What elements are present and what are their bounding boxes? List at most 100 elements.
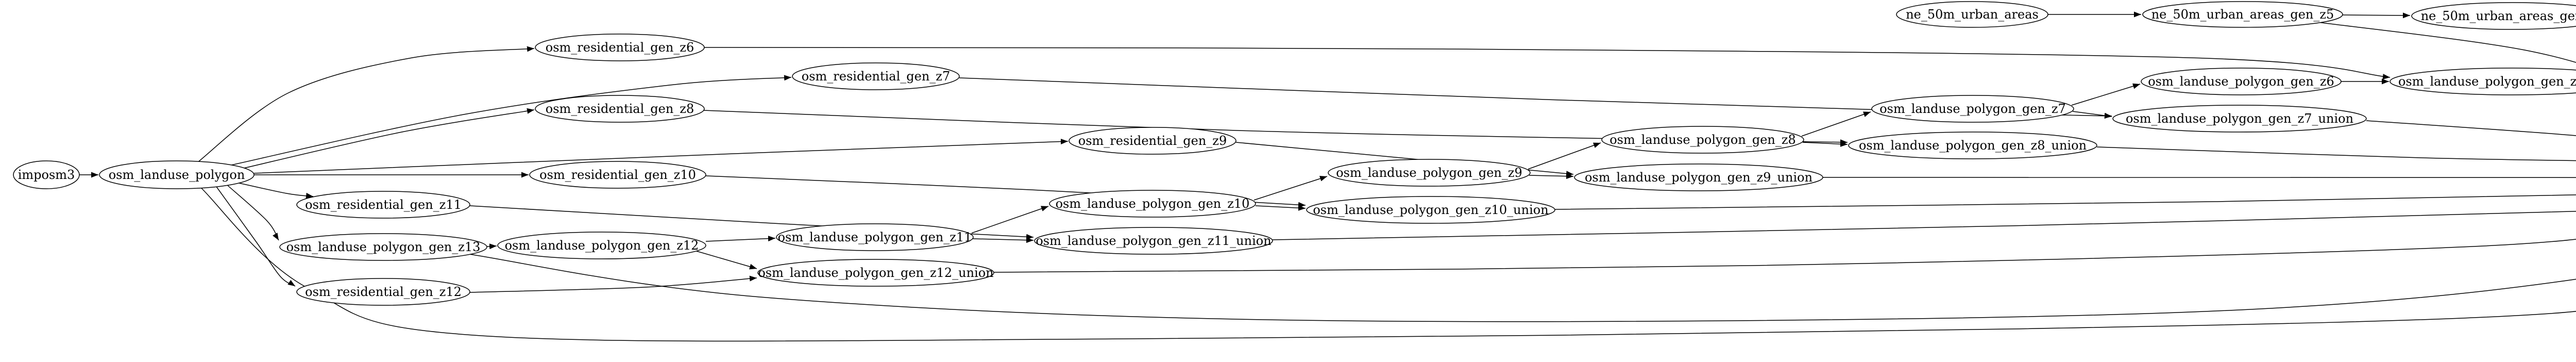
node-ne_50m_urban_areas_gen_z5: ne_50m_urban_areas_gen_z5 bbox=[2142, 1, 2343, 28]
edge-osm_landuse_polygon_gen_z7-to-osm_landuse_polygon_gen_z6 bbox=[2071, 83, 2141, 106]
node-osm_residential_gen_z10: osm_residential_gen_z10 bbox=[529, 161, 706, 189]
node-label-osm_landuse_polygon_gen_z13: osm_landuse_polygon_gen_z13 bbox=[286, 240, 481, 254]
node-label-osm_residential_gen_z7: osm_residential_gen_z7 bbox=[802, 69, 950, 84]
node-shape-osm_landuse_polygon_gen_z6 bbox=[2141, 68, 2342, 95]
node-osm_landuse_polygon_gen_z13: osm_landuse_polygon_gen_z13 bbox=[279, 233, 487, 261]
node-osm_residential_gen_z7: osm_residential_gen_z7 bbox=[792, 62, 960, 90]
edge-osm_landuse_polygon_gen_z8-to-osm_landuse_polygon_gen_z7 bbox=[1801, 111, 1871, 137]
node-shape-osm_residential_gen_z7 bbox=[792, 62, 960, 90]
node-label-osm_landuse_polygon_gen_z10: osm_landuse_polygon_gen_z10 bbox=[1056, 196, 1250, 211]
edge-osm_landuse_polygon-to-osm_residential_gen_z9 bbox=[253, 139, 1069, 174]
node-osm_residential_gen_z6: osm_residential_gen_z6 bbox=[535, 34, 705, 61]
edge-osm_landuse_polygon_gen_z11_union-to-layer_landuse-port-z11 bbox=[1272, 211, 2576, 240]
node-osm_landuse_polygon_gen_z6: osm_landuse_polygon_gen_z6 bbox=[2141, 68, 2342, 95]
node-label-osm_landuse_polygon_gen_z6: osm_landuse_polygon_gen_z6 bbox=[2148, 74, 2334, 89]
node-osm_landuse_polygon_gen_z9: osm_landuse_polygon_gen_z9 bbox=[1328, 159, 1531, 187]
edge-osm_landuse_polygon-to-osm_residential_gen_z6 bbox=[196, 46, 535, 163]
edge-osm_landuse_polygon_gen_z8_union-to-layer_landuse-port-z8 bbox=[2096, 146, 2576, 161]
edges-layer bbox=[79, 11, 2576, 342]
node-ne_50m_urban_areas_gen_z4: ne_50m_urban_areas_gen_z4 bbox=[2411, 2, 2576, 30]
node-osm_landuse_polygon_gen_z11: osm_landuse_polygon_gen_z11 bbox=[776, 223, 974, 251]
node-label-ne_50m_urban_areas_gen_z4: ne_50m_urban_areas_gen_z4 bbox=[2421, 9, 2576, 23]
edge-osm_residential_gen_z12-to-osm_landuse_polygon_gen_z12_union bbox=[469, 275, 757, 293]
node-shape-osm_landuse_polygon_gen_z6_union bbox=[2389, 68, 2576, 95]
node-shape-osm_landuse_polygon bbox=[99, 160, 255, 189]
node-shape-osm_residential_gen_z11 bbox=[296, 191, 470, 219]
node-label-osm_residential_gen_z8: osm_residential_gen_z8 bbox=[546, 102, 694, 116]
node-shape-osm_landuse_polygon_gen_z13 bbox=[279, 233, 487, 261]
node-shape-osm_landuse_polygon_gen_z9 bbox=[1328, 159, 1531, 187]
node-label-osm_landuse_polygon_gen_z9: osm_landuse_polygon_gen_z9 bbox=[1336, 166, 1522, 180]
node-label-osm_landuse_polygon_gen_z7: osm_landuse_polygon_gen_z7 bbox=[1879, 102, 2066, 116]
node-label-osm_landuse_polygon_gen_z12_union: osm_landuse_polygon_gen_z12_union bbox=[758, 266, 993, 280]
node-shape-osm_landuse_polygon_gen_z11_union bbox=[1034, 227, 1273, 255]
edge-ne_50m_urban_areas_gen_z5-to-layer_landuse-port-z5 bbox=[2317, 22, 2576, 63]
node-ne_50m_urban_areas: ne_50m_urban_areas bbox=[1896, 1, 2048, 28]
node-osm_landuse_polygon_gen_z7_union: osm_landuse_polygon_gen_z7_union bbox=[2112, 105, 2367, 133]
edge-osm_landuse_polygon_gen_z12-to-osm_landuse_polygon_gen_z11 bbox=[705, 236, 776, 242]
edge-osm_landuse_polygon_gen_z13-to-layer_landuse-port-z13 bbox=[466, 253, 2576, 322]
node-osm_landuse_polygon_gen_z10: osm_landuse_polygon_gen_z10 bbox=[1049, 190, 1256, 218]
node-shape-osm_landuse_polygon_gen_z8 bbox=[1601, 126, 1804, 154]
node-label-osm_residential_gen_z11: osm_residential_gen_z11 bbox=[305, 198, 462, 212]
edge-osm_landuse_polygon-to-osm_residential_gen_z7 bbox=[226, 75, 792, 167]
node-shape-osm_landuse_polygon_gen_z7_union bbox=[2112, 105, 2367, 133]
edge-osm_landuse_polygon_gen_z10-to-osm_landuse_polygon_gen_z10_union bbox=[1255, 205, 1306, 211]
node-label-osm_landuse_polygon_gen_z10_union: osm_landuse_polygon_gen_z10_union bbox=[1313, 203, 1548, 217]
edge-osm_landuse_polygon_gen_z11-to-osm_landuse_polygon_gen_z10 bbox=[971, 206, 1049, 234]
node-shape-osm_residential_gen_z8 bbox=[535, 95, 705, 123]
node-label-osm_residential_gen_z6: osm_residential_gen_z6 bbox=[546, 40, 694, 55]
node-shape-osm_landuse_polygon_gen_z11 bbox=[776, 223, 974, 251]
node-label-osm_landuse_polygon: osm_landuse_polygon bbox=[109, 168, 245, 182]
edge-osm_landuse_polygon_gen_z12-to-osm_landuse_polygon_gen_z12_union bbox=[696, 251, 757, 270]
node-osm_landuse_polygon_gen_z11_union: osm_landuse_polygon_gen_z11_union bbox=[1034, 227, 1273, 255]
node-label-osm_landuse_polygon_gen_z8: osm_landuse_polygon_gen_z8 bbox=[1609, 133, 1796, 147]
edge-osm_landuse_polygon_gen_z10-to-osm_landuse_polygon_gen_z9 bbox=[1253, 176, 1328, 201]
node-osm_residential_gen_z11: osm_residential_gen_z11 bbox=[296, 191, 470, 219]
node-osm_landuse_polygon_gen_z9_union: osm_landuse_polygon_gen_z9_union bbox=[1574, 163, 1823, 191]
node-shape-osm_landuse_polygon_gen_z7 bbox=[1871, 95, 2074, 123]
edge-osm_landuse_polygon-to-osm_landuse_polygon_gen_z13 bbox=[226, 184, 279, 241]
node-shape-osm_landuse_polygon_gen_z10_union bbox=[1306, 196, 1555, 224]
edge-osm_landuse_polygon-to-layer_landuse-port-z14+ bbox=[200, 187, 2576, 342]
node-osm_landuse_polygon_gen_z8: osm_landuse_polygon_gen_z8 bbox=[1601, 126, 1804, 154]
node-label-osm_landuse_polygon_gen_z6_union: osm_landuse_polygon_gen_z6_union bbox=[2398, 74, 2576, 89]
node-osm_residential_gen_z9: osm_residential_gen_z9 bbox=[1069, 127, 1236, 155]
nodes-layer: imposm3 osm_landuse_polygon osm_residentia… bbox=[13, 1, 2576, 306]
node-shape-osm_landuse_polygon_gen_z12 bbox=[497, 232, 706, 259]
node-label-osm_landuse_polygon_gen_z11: osm_landuse_polygon_gen_z11 bbox=[778, 230, 972, 244]
node-label-imposm3: imposm3 bbox=[18, 168, 75, 182]
node-label-osm_landuse_polygon_gen_z8_union: osm_landuse_polygon_gen_z8_union bbox=[1859, 138, 2087, 153]
node-imposm3: imposm3 bbox=[13, 160, 80, 189]
node-label-osm_residential_gen_z10: osm_residential_gen_z10 bbox=[539, 168, 696, 182]
edge-osm_landuse_polygon_gen_z8-to-osm_landuse_polygon_gen_z8_union bbox=[1802, 141, 1848, 147]
node-osm_landuse_polygon_gen_z10_union: osm_landuse_polygon_gen_z10_union bbox=[1306, 196, 1555, 224]
edge-osm_residential_gen_z6-to-osm_landuse_polygon_gen_z6_union bbox=[704, 47, 2391, 80]
node-label-osm_landuse_polygon_gen_z11_union: osm_landuse_polygon_gen_z11_union bbox=[1036, 234, 1271, 248]
node-osm_landuse_polygon_gen_z8_union: osm_landuse_polygon_gen_z8_union bbox=[1848, 131, 2097, 159]
node-label-osm_residential_gen_z9: osm_residential_gen_z9 bbox=[1078, 134, 1227, 148]
node-shape-osm_residential_gen_z9 bbox=[1069, 127, 1236, 155]
edge-osm_landuse_polygon-to-osm_residential_gen_z11 bbox=[234, 182, 314, 199]
node-osm_landuse_polygon: osm_landuse_polygon bbox=[99, 160, 255, 189]
node-shape-ne_50m_urban_areas_gen_z5 bbox=[2142, 1, 2343, 28]
node-shape-ne_50m_urban_areas_gen_z4 bbox=[2411, 2, 2576, 30]
node-shape-imposm3 bbox=[13, 160, 80, 189]
node-shape-osm_landuse_polygon_gen_z10 bbox=[1049, 190, 1256, 218]
node-shape-osm_landuse_polygon_gen_z8_union bbox=[1848, 131, 2097, 159]
node-shape-osm_residential_gen_z10 bbox=[529, 161, 706, 189]
edge-osm_landuse_polygon_gen_z7_union-to-layer_landuse-port-z7 bbox=[2366, 120, 2576, 136]
node-label-osm_landuse_polygon_gen_z7_union: osm_landuse_polygon_gen_z7_union bbox=[2126, 111, 2353, 126]
edge-osm_landuse_polygon_gen_z9-to-osm_landuse_polygon_gen_z9_union bbox=[1529, 173, 1574, 179]
node-shape-osm_residential_gen_z6 bbox=[535, 34, 705, 61]
node-shape-osm_residential_gen_z12 bbox=[296, 278, 470, 306]
edge-osm_landuse_polygon_gen_z12_union-to-layer_landuse-port-z12 bbox=[993, 239, 2576, 273]
node-shape-ne_50m_urban_areas bbox=[1896, 1, 2048, 28]
node-osm_residential_gen_z12: osm_residential_gen_z12 bbox=[296, 278, 470, 306]
node-shape-osm_landuse_polygon_gen_z12_union bbox=[757, 259, 994, 287]
node-osm_residential_gen_z8: osm_residential_gen_z8 bbox=[535, 95, 705, 123]
node-label-osm_residential_gen_z12: osm_residential_gen_z12 bbox=[305, 285, 462, 299]
edge-osm_landuse_polygon-to-osm_residential_gen_z12 bbox=[216, 186, 296, 287]
node-osm_landuse_polygon_gen_z12: osm_landuse_polygon_gen_z12 bbox=[497, 232, 706, 259]
